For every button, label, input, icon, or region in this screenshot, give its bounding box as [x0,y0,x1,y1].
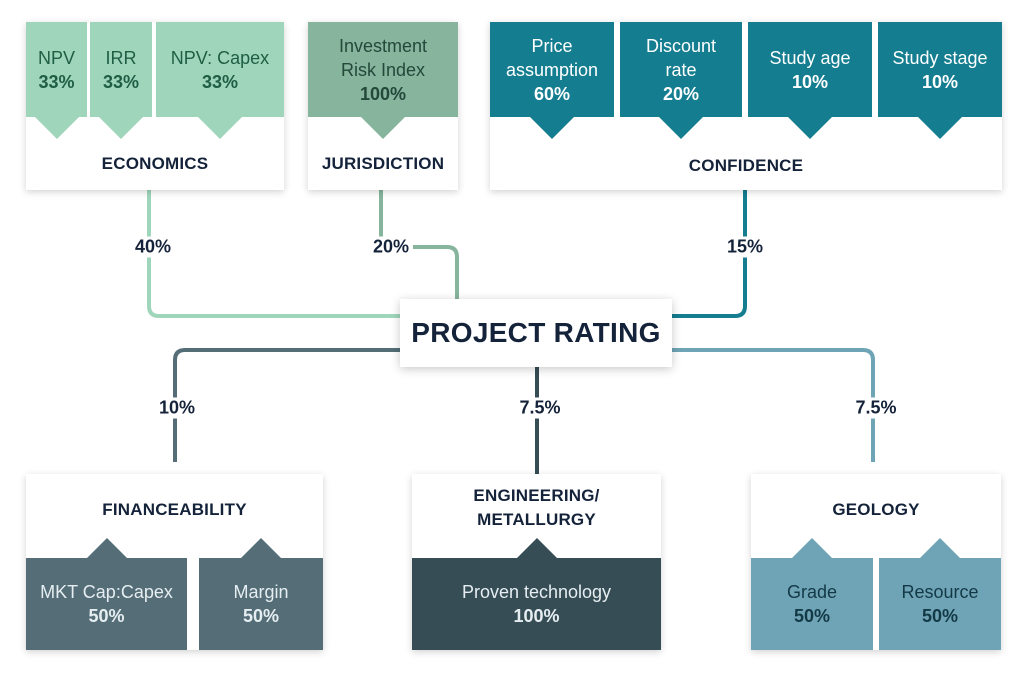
geology-weight: 7.5% [851,397,901,419]
tile-price-assumption-label: Price assumption [505,35,599,80]
tile-price-assumption: Price assumption 60% [490,22,614,139]
tile-mkt-cap-capex-label: MKT Cap:Capex [40,582,173,602]
financeability-connector [173,348,402,462]
tile-study-age-label: Study age [769,47,851,68]
project-rating-label: PROJECT RATING [411,317,661,348]
tile-discount-rate-label: Discount rate [645,35,717,80]
tile-npv-label: NPV [37,47,75,68]
tile-grade-pct: 50% [793,606,831,626]
tile-irr: IRR 33% [90,22,152,139]
tile-study-age: Study age 10% [748,22,872,139]
tile-irr-pct: 33% [102,71,140,92]
tile-price-assumption-pct: 60% [533,83,571,104]
tile-grade: Grade 50% [751,538,873,650]
tile-study-stage: Study stage 10% [878,22,1002,139]
tile-resource: Resource 50% [879,538,1001,650]
tile-study-age-pct: 10% [791,71,829,92]
tile-margin: Margin 50% [199,538,323,650]
tile-resource-label: Resource [901,582,979,602]
tile-discount-rate-pct: 20% [662,83,700,104]
confidence-label: CONFIDENCE [688,156,804,175]
engineering-weight: 7.5% [515,397,565,419]
tile-margin-pct: 50% [242,606,280,626]
tile-grade-label: Grade [786,582,838,602]
tile-investment-risk-index-pct: 100% [359,83,407,104]
engineering-label: ENGINEERING/ METALLURGY [473,486,600,529]
tile-resource-pct: 50% [921,606,959,626]
tile-npv: NPV 33% [26,22,87,139]
engineering-group: ENGINEERING/ METALLURGY Proven technolog… [412,474,661,650]
tile-npv-capex-label: NPV: Capex [170,47,270,68]
tile-mkt-cap-capex-pct: 50% [88,606,125,626]
financeability-group: FINANCEABILITY MKT Cap:Capex 50% Margin … [26,474,323,650]
confidence-connector [670,190,747,318]
tile-npv-pct: 33% [38,71,75,92]
tile-mkt-cap-capex: MKT Cap:Capex 50% [26,538,187,650]
economics-connector [147,190,402,318]
tile-proven-technology-pct: 100% [513,606,560,626]
geology-connector [670,348,875,462]
financeability-weight: 10% [154,397,200,419]
tile-irr-label: IRR [105,47,137,68]
tile-investment-risk-index-label: Investment Risk Index [338,35,428,80]
tile-proven-technology: Proven technology 100% [412,538,661,650]
financeability-label: FINANCEABILITY [102,500,247,519]
economics-weight: 40% [130,236,176,258]
confidence-group: Price assumption 60% Discount rate 20% S… [490,22,1002,190]
tile-npv-capex: NPV: Capex 33% [156,22,284,139]
tile-study-stage-label: Study stage [892,47,988,68]
project-rating-box: PROJECT RATING [400,299,672,367]
tile-npv-capex-pct: 33% [201,71,239,92]
jurisdiction-group: Investment Risk Index 100% JURISDICTION [308,22,458,190]
tile-investment-risk-index: Investment Risk Index 100% [308,22,458,139]
economics-group: NPV 33% IRR 33% NPV: Capex 33% ECONOMICS [26,22,284,190]
tile-discount-rate: Discount rate 20% [620,22,742,139]
jurisdiction-label: JURISDICTION [321,154,445,173]
geology-group: GEOLOGY Grade 50% Resource 50% [751,474,1001,650]
confidence-weight: 15% [722,236,768,258]
geology-label: GEOLOGY [832,500,920,519]
tile-study-stage-pct: 10% [921,71,959,92]
tile-proven-technology-label: Proven technology [461,582,612,602]
economics-label: ECONOMICS [101,154,209,173]
tile-margin-label: Margin [233,582,289,602]
jurisdiction-weight: 20% [368,236,414,258]
jurisdiction-connector [379,190,459,300]
